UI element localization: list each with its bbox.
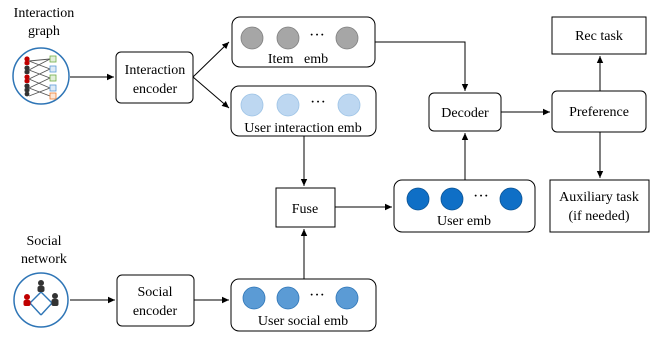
decoder-label: Decoder [441, 106, 489, 121]
interaction-graph-label-line1: Interaction [14, 6, 75, 21]
user-social-emb-dots [242, 286, 359, 310]
social-encoder-label-line2: encoder [133, 304, 178, 319]
item-emb-ellipsis: ··· [309, 27, 325, 44]
social-network-label-line1: Social [27, 234, 62, 249]
social-network-label-line2: network [21, 252, 67, 267]
user-interaction-emb-ellipsis: ··· [310, 94, 326, 111]
social-network-icon [13, 272, 69, 328]
user-interaction-emb-label: User interaction emb [244, 121, 361, 136]
interaction-graph-icon [12, 47, 70, 105]
user-interaction-emb-dots [240, 93, 361, 117]
rec-task-box [551, 16, 647, 55]
user-emb-ellipsis: ··· [473, 188, 489, 205]
interaction-graph-label-line2: graph [28, 24, 60, 39]
preference-box [551, 90, 647, 133]
item-emb-label: Item emb [268, 52, 328, 67]
arrow-item-emb-to-decoder [375, 41, 469, 91]
user-emb-dots [406, 187, 523, 211]
social-encoder-label-line1: Social [138, 285, 173, 300]
arrow-encoder-to-user-interaction-emb [192, 76, 230, 109]
auxiliary-task-box [549, 179, 650, 233]
auxiliary-task-label-line2: (if needed) [568, 209, 629, 224]
arrow-encoder-to-item-emb [192, 41, 230, 78]
auxiliary-task-label-line1: Auxiliary task [559, 190, 639, 205]
user-social-emb-ellipsis: ··· [309, 287, 325, 304]
rec-task-label: Rec task [575, 29, 623, 44]
fuse-label: Fuse [292, 202, 318, 217]
interaction-encoder-label-line1: Interaction [125, 63, 186, 78]
interaction-encoder-label-line2: encoder [133, 82, 178, 97]
preference-label: Preference [569, 105, 629, 120]
user-emb-label: User emb [437, 214, 491, 229]
user-social-emb-label: User social emb [258, 314, 348, 329]
item-emb-dots [240, 26, 359, 50]
